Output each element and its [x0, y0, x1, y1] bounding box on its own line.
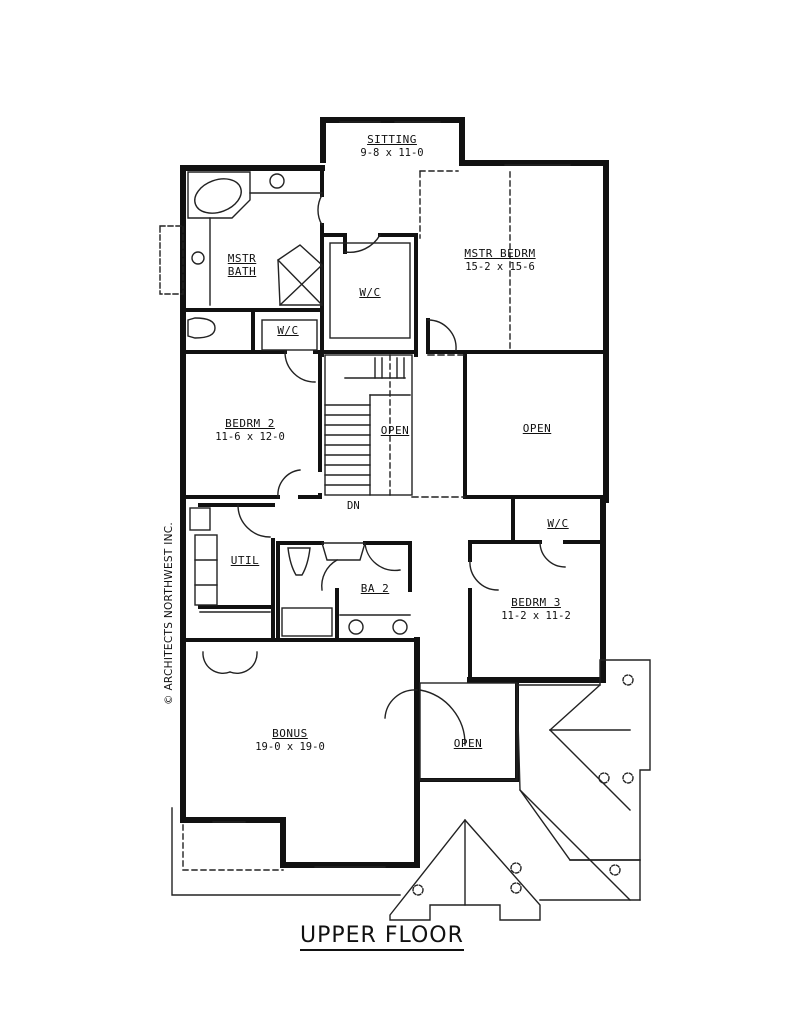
fixture-lines: [159, 121, 651, 921]
room-dimensions: 15-2 x 15-6: [465, 260, 535, 273]
room-bonus: BONUS 19-0 x 19-0: [255, 727, 325, 753]
roof-vents: [412, 674, 634, 896]
room-name: MSTR BATH: [227, 252, 257, 278]
room-wic-3: W/C: [547, 517, 569, 531]
room-name: W/C: [547, 517, 569, 530]
room-name: W/C: [277, 324, 299, 337]
room-name: BONUS: [272, 727, 308, 740]
room-master-bath: MSTR BATH: [222, 252, 262, 278]
room-name: BEDRM 3: [511, 596, 561, 609]
room-name: OPEN: [380, 424, 410, 437]
room-dimensions: 11-2 x 11-2: [501, 609, 571, 622]
room-wic-1: W/C: [359, 286, 381, 300]
stair-treads: [324, 357, 405, 486]
room-name: OPEN: [453, 737, 483, 750]
room-open-right: OPEN: [522, 422, 552, 436]
room-dimensions: 9-8 x 11-0: [360, 146, 424, 159]
room-name: SITTING: [367, 133, 417, 146]
room-sitting: SITTING 9-8 x 11-0: [360, 133, 424, 159]
stair-down-label: DN: [347, 500, 360, 512]
room-master-bedroom: MSTR BEDRM 15-2 x 15-6: [464, 247, 536, 273]
room-name: BEDRM 2: [225, 417, 275, 430]
room-wic-2: W/C: [277, 324, 299, 338]
room-dimensions: 19-0 x 19-0: [255, 740, 325, 753]
room-name: W/C: [359, 286, 381, 299]
room-dimensions: 11-6 x 12-0: [215, 430, 285, 443]
floor-title: UPPER FLOOR: [300, 925, 464, 951]
room-open-stair: OPEN: [380, 424, 410, 438]
copyright-credit: © ARCHITECTS NORTHWEST INC.: [163, 521, 175, 705]
room-name: MSTR BEDRM: [464, 247, 536, 260]
room-util: UTIL: [230, 554, 260, 568]
room-bedroom-3: BEDRM 3 11-2 x 11-2: [501, 596, 571, 622]
interior-walls: [181, 166, 608, 782]
room-bedroom-2: BEDRM 2 11-6 x 12-0: [215, 417, 285, 443]
room-name: BA 2: [360, 582, 390, 595]
room-name: UTIL: [230, 554, 260, 567]
room-bath-2: BA 2: [360, 582, 390, 596]
room-open-deck: OPEN: [453, 737, 483, 751]
exterior-walls: [180, 117, 609, 868]
room-name: OPEN: [522, 422, 552, 435]
